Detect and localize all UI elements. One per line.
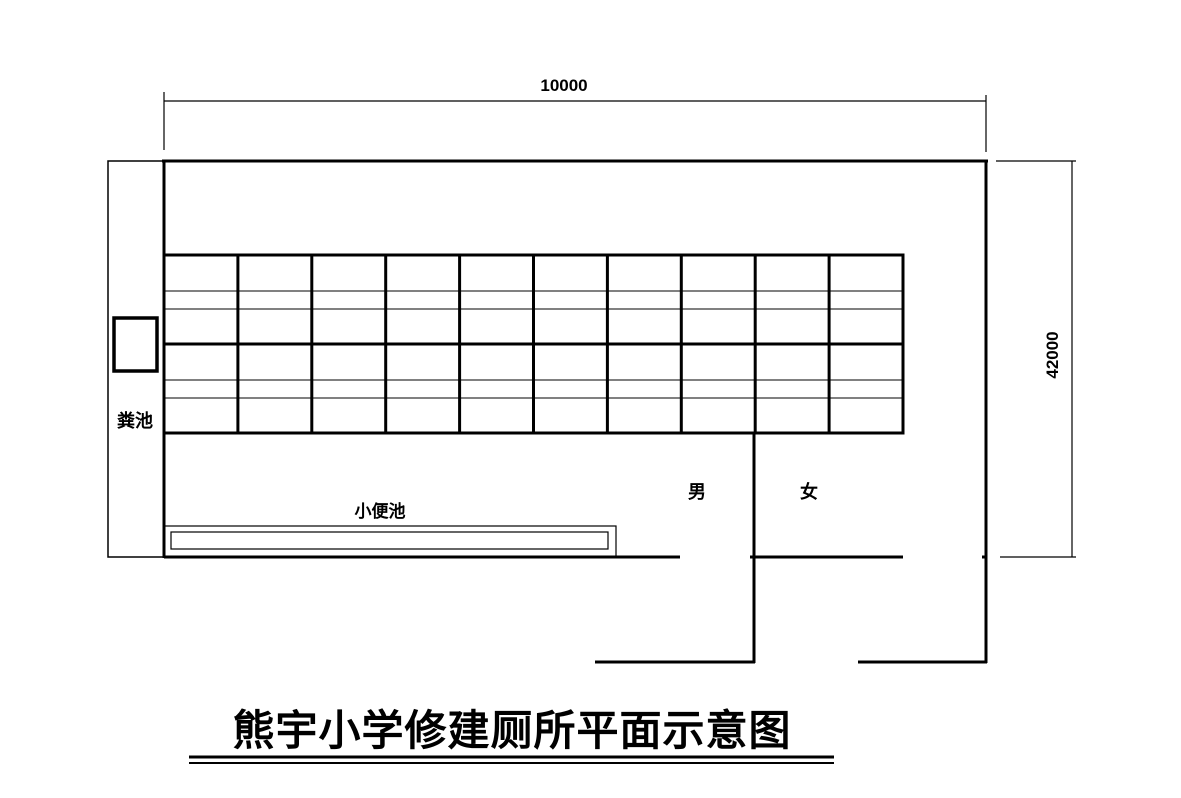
depth-dimension xyxy=(996,160,1076,558)
diagram-title: 熊宇小学修建厕所平面示意图 xyxy=(232,706,791,755)
urinal-trough-label: 小便池 xyxy=(355,501,406,522)
stall-grid xyxy=(164,253,905,435)
male-label: 男 xyxy=(688,482,706,503)
urinal-trough-outer xyxy=(163,525,617,558)
cesspit-opening xyxy=(112,316,159,373)
outer-walls xyxy=(162,159,988,664)
cesspit-label: 粪池 xyxy=(117,410,153,432)
width-dimension-label: 10000 xyxy=(540,76,587,95)
female-label: 女 xyxy=(800,481,818,503)
urinal-trough-inner xyxy=(170,531,609,550)
depth-dimension-label: 42000 xyxy=(1043,331,1062,378)
width-dimension xyxy=(163,92,987,152)
